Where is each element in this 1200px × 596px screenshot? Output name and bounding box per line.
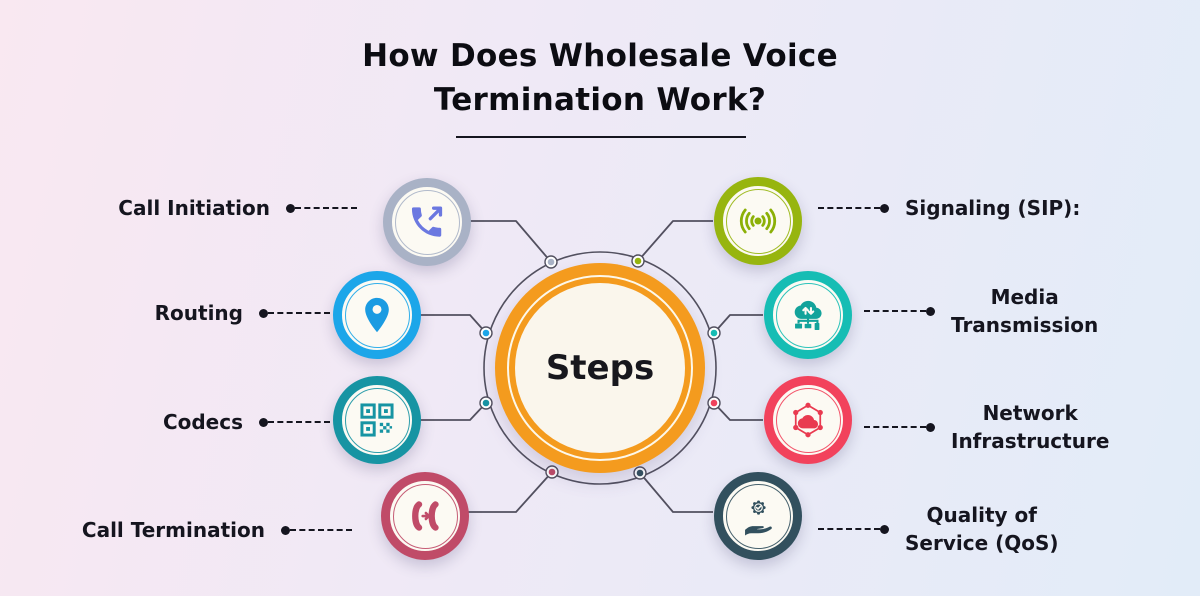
connector-dot	[880, 203, 889, 213]
dashed-line	[295, 207, 357, 209]
label-line-2: Infrastructure	[951, 429, 1110, 453]
label-line-2: Transmission	[951, 313, 1099, 337]
title-line-2: Termination Work?	[433, 82, 767, 119]
cloud-transfer-icon	[794, 300, 822, 331]
orbit-ring	[483, 251, 717, 485]
label-row-codecs: Codecs	[163, 408, 330, 436]
connector-dot	[926, 422, 935, 432]
center-hub-label: Steps	[545, 348, 655, 388]
label-row-signaling: Signaling (SIP):	[818, 194, 1080, 222]
page-title: How Does Wholesale Voice Termination Wor…	[0, 34, 1200, 122]
label-line-1: Quality of	[926, 503, 1037, 527]
label-connector	[818, 203, 889, 213]
dashed-line	[864, 426, 926, 428]
orbit-dot-codecs	[479, 396, 493, 410]
label-row-routing: Routing	[155, 299, 330, 327]
wire-routing	[420, 314, 487, 334]
node-media-transmission	[764, 271, 852, 359]
step-label-media-transmission: Media Transmission	[951, 283, 1098, 339]
label-connector	[818, 524, 889, 534]
label-connector	[259, 417, 330, 427]
qr-code-icon	[360, 403, 394, 437]
step-label-codecs: Codecs	[162, 410, 243, 434]
cloud-network-icon	[793, 402, 823, 438]
label-line-2: Service (QoS)	[905, 531, 1059, 555]
title-underline	[456, 136, 746, 138]
connector-dot	[259, 417, 268, 427]
dashed-line	[818, 207, 880, 209]
orbit-dot-call-termination	[545, 465, 559, 479]
orbit-dot-call-initiation	[544, 255, 558, 269]
center-hub-face: Steps	[515, 283, 685, 453]
wire-call-termination	[467, 471, 553, 513]
node-call-initiation	[383, 178, 471, 266]
dashed-line	[268, 312, 330, 314]
orbit-dot-network-infrastructure	[707, 396, 721, 410]
connector-dot	[259, 308, 268, 318]
call-transfer-icon	[412, 501, 439, 531]
location-pin-icon	[365, 297, 389, 333]
node-routing	[333, 271, 421, 359]
dashed-line	[290, 529, 352, 531]
connector-dot	[281, 525, 290, 535]
signal-waves-icon	[739, 208, 777, 234]
dashed-line	[864, 310, 926, 312]
label-connector	[281, 525, 352, 535]
connector-dot	[880, 524, 889, 534]
step-label-qos: Quality of Service (QoS)	[905, 501, 1059, 557]
orbit-dot-routing	[479, 326, 493, 340]
center-hub: Steps	[495, 263, 705, 473]
node-network-infrastructure	[764, 376, 852, 464]
wire-call-initiation	[470, 220, 552, 263]
label-row-media-transmission: Media Transmission	[864, 283, 1098, 339]
step-label-routing: Routing	[154, 301, 243, 325]
orbit-dot-media-transmission	[707, 326, 721, 340]
connector-dot	[926, 306, 935, 316]
orbit-dot-signaling	[631, 254, 645, 268]
node-signaling	[714, 177, 802, 265]
dashed-line	[818, 528, 880, 530]
step-label-call-termination: Call Termination	[81, 518, 265, 542]
outgoing-call-icon	[411, 206, 443, 237]
step-label-signaling: Signaling (SIP):	[905, 196, 1081, 220]
label-connector	[286, 203, 357, 213]
label-connector	[259, 308, 330, 318]
node-codecs	[333, 376, 421, 464]
wire-qos	[639, 472, 713, 513]
title-line-1: How Does Wholesale Voice	[362, 38, 838, 74]
label-connector	[864, 306, 935, 316]
wire-network-infrastructure	[713, 402, 763, 421]
orbit-dot-qos	[633, 466, 647, 480]
label-row-call-initiation: Call Initiation	[118, 194, 357, 222]
label-row-call-termination: Call Termination	[82, 516, 352, 544]
step-label-call-initiation: Call Initiation	[118, 196, 270, 220]
wire-media-transmission	[713, 314, 763, 334]
label-line-1: Network	[982, 401, 1078, 425]
wire-signaling	[637, 220, 713, 262]
label-line-1: Media	[990, 285, 1059, 309]
step-label-network-infrastructure: Network Infrastructure	[951, 399, 1109, 455]
label-row-network-infrastructure: Network Infrastructure	[864, 399, 1109, 455]
hand-badge-icon	[745, 500, 772, 536]
dashed-line	[268, 421, 330, 423]
wire-codecs	[420, 402, 487, 421]
label-connector	[864, 422, 935, 432]
node-call-termination	[381, 472, 469, 560]
label-row-qos: Quality of Service (QoS)	[818, 501, 1059, 557]
connector-dot	[286, 203, 295, 213]
node-qos	[714, 472, 802, 560]
